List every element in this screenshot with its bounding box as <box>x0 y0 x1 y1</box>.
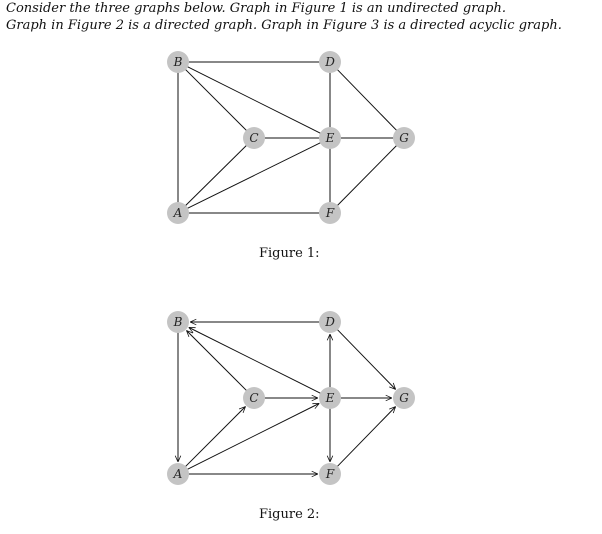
node-label: G <box>399 391 409 405</box>
node-label: E <box>325 131 335 145</box>
node-b: B <box>167 311 189 333</box>
figure-2-edges <box>178 322 396 474</box>
node-label: B <box>173 55 183 69</box>
figure-1-graph: B D C E G A F <box>167 51 415 224</box>
node-circle <box>319 51 341 73</box>
figure-1-caption: Figure 1: <box>259 246 320 261</box>
node-label: D <box>324 55 335 69</box>
node-f: F <box>319 202 341 224</box>
edge-b-c <box>184 68 248 132</box>
node-circle <box>167 311 189 333</box>
figure-1: B D C E G A F Figure 1: <box>167 51 415 261</box>
node-label: A <box>173 206 183 220</box>
edge-d-g <box>336 328 396 389</box>
node-label: C <box>249 391 258 405</box>
edge-c-a <box>184 144 248 207</box>
node-circle <box>319 202 341 224</box>
node-b: B <box>167 51 189 73</box>
node-label: C <box>249 131 258 145</box>
node-circle <box>167 463 189 485</box>
node-label: G <box>399 131 409 145</box>
node-circle <box>319 387 341 409</box>
node-label: A <box>173 467 183 481</box>
intro-line-2: Graph in Figure 2 is a directed graph. G… <box>6 18 562 33</box>
intro-line-1: Consider the three graphs below. Graph i… <box>6 1 506 16</box>
node-label: D <box>324 315 335 329</box>
figure-1-edges <box>177 61 398 214</box>
edge-b-e <box>186 66 322 134</box>
node-label: B <box>173 315 183 329</box>
node-circle <box>319 463 341 485</box>
node-a: A <box>167 202 189 224</box>
edge-a-c <box>184 406 245 468</box>
node-g: G <box>393 387 415 409</box>
node-circle <box>167 202 189 224</box>
node-circle <box>393 387 415 409</box>
node-e: E <box>319 127 341 149</box>
edge-e-a <box>186 141 322 210</box>
node-g: G <box>393 127 415 149</box>
node-circle <box>393 127 415 149</box>
node-d: D <box>319 51 341 73</box>
node-c: C <box>243 387 265 409</box>
figure-2-caption: Figure 2: <box>259 507 320 522</box>
node-circle <box>319 127 341 149</box>
node-f: F <box>319 463 341 485</box>
edge-e-b <box>189 326 322 394</box>
node-circle <box>319 311 341 333</box>
edge-d-g <box>336 68 398 132</box>
node-circle <box>243 127 265 149</box>
edge-f-g <box>336 407 396 468</box>
node-label: F <box>325 467 335 481</box>
node-label: E <box>325 391 335 405</box>
edge-f-g <box>336 144 398 207</box>
intro-text: Consider the three graphs below. Graph i… <box>6 0 596 34</box>
node-c: C <box>243 127 265 149</box>
node-circle <box>167 51 189 73</box>
node-a: A <box>167 463 189 485</box>
node-d: D <box>319 311 341 333</box>
edge-c-b <box>186 330 248 392</box>
edge-a-e <box>186 402 319 470</box>
node-label: F <box>325 206 335 220</box>
node-circle <box>243 387 265 409</box>
node-e: E <box>319 387 341 409</box>
